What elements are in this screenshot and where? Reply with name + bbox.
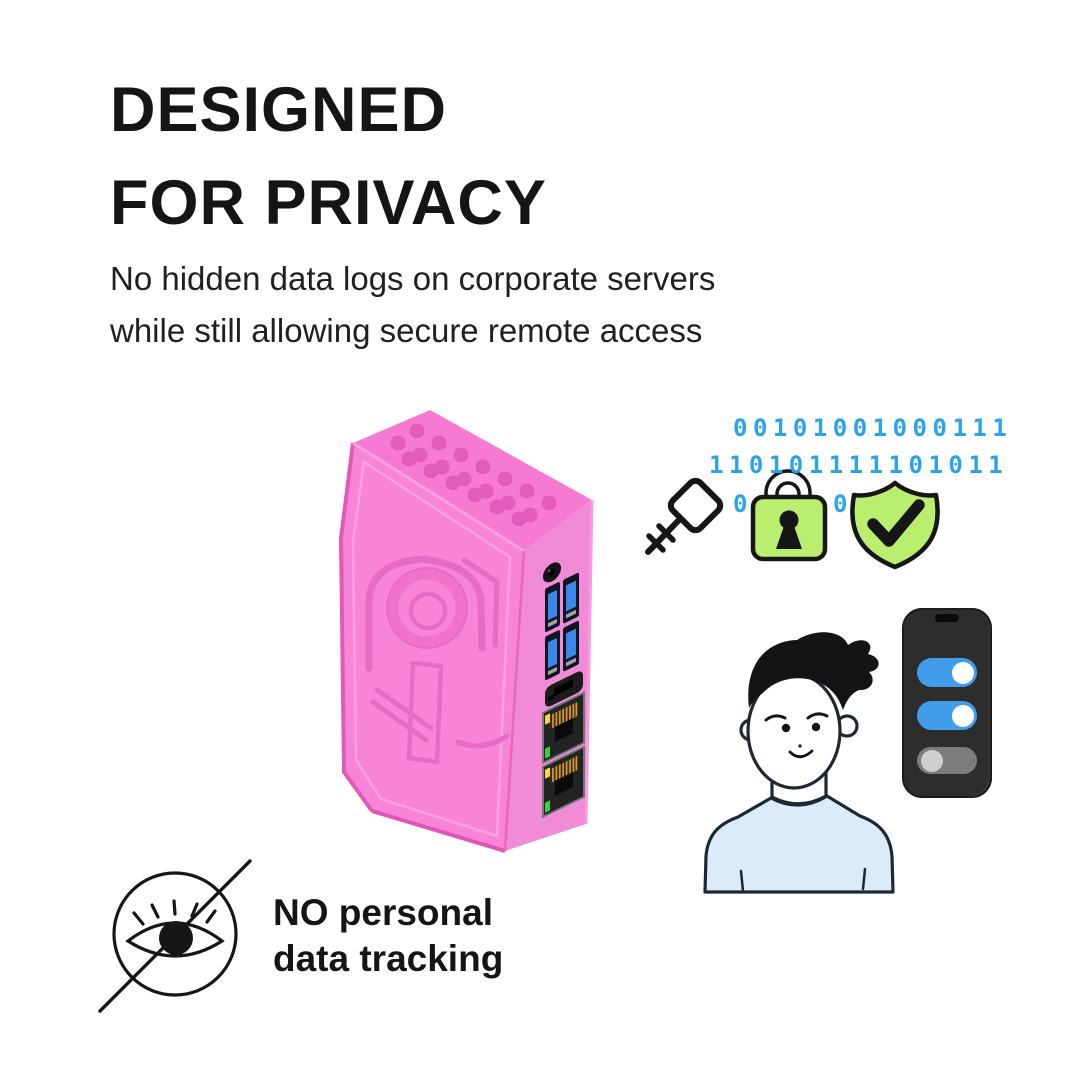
binary-code-row1: 00101001000111 [733,414,1013,442]
page-subtitle-line2: while still allowing secure remote acces… [110,312,703,349]
pink-mini-pc-illustration [338,410,594,853]
page-title: DESIGNED FOR PRIVACY [110,64,547,250]
privacy-toggle-1[interactable] [917,658,977,687]
ethernet-ports [542,691,585,819]
smile [788,749,814,759]
power-jack [543,562,561,583]
shirt-crease [861,867,867,891]
no-tracking-eye-icon [98,859,252,1013]
vent-holes [390,423,557,527]
left-eye [781,723,791,733]
right-eyebrow [806,712,829,720]
eye-circle [112,871,238,997]
eye-pupil [159,921,193,955]
eye-lashes [132,899,217,926]
front-emboss [351,460,512,838]
right-eye [811,722,821,732]
shirt-crease [739,869,745,893]
binary-code-row3-right: 0 [833,490,853,518]
padlock-icon [750,469,828,562]
toggle-knob [952,704,974,727]
page-title-line1: DESIGNED [110,75,448,145]
toggle-knob [921,749,943,772]
page-subtitle-line1: No hidden data logs on corporate servers [110,260,716,297]
shield-check-icon [850,480,940,570]
page-subtitle: No hidden data logs on corporate servers… [110,253,715,357]
toggle-knob [952,661,974,684]
hair [748,632,879,710]
user-illustration [703,632,895,894]
slash-line [98,859,252,1013]
shirt [703,794,895,894]
hdmi-port [545,671,583,707]
page-title-line2: FOR PRIVACY [110,168,547,238]
left-eyebrow [764,714,787,722]
privacy-toggle-3[interactable] [917,747,977,774]
no-tracking-label-line2: data tracking [273,938,504,979]
no-tracking-label-line1: NO personal [273,892,493,933]
binary-code-row3-left: 0 [733,490,753,518]
nose [798,744,802,748]
no-tracking-label: NO personal data tracking [273,890,503,982]
phone-privacy-toggles [902,608,992,798]
phone-notch [935,614,959,622]
key-icon [645,477,724,555]
io-ports [542,562,585,819]
toggle-list [902,658,992,774]
privacy-toggle-2[interactable] [917,701,977,730]
binary-code-row2: 110101111101011 [709,451,1009,479]
usb-ports [545,572,579,681]
